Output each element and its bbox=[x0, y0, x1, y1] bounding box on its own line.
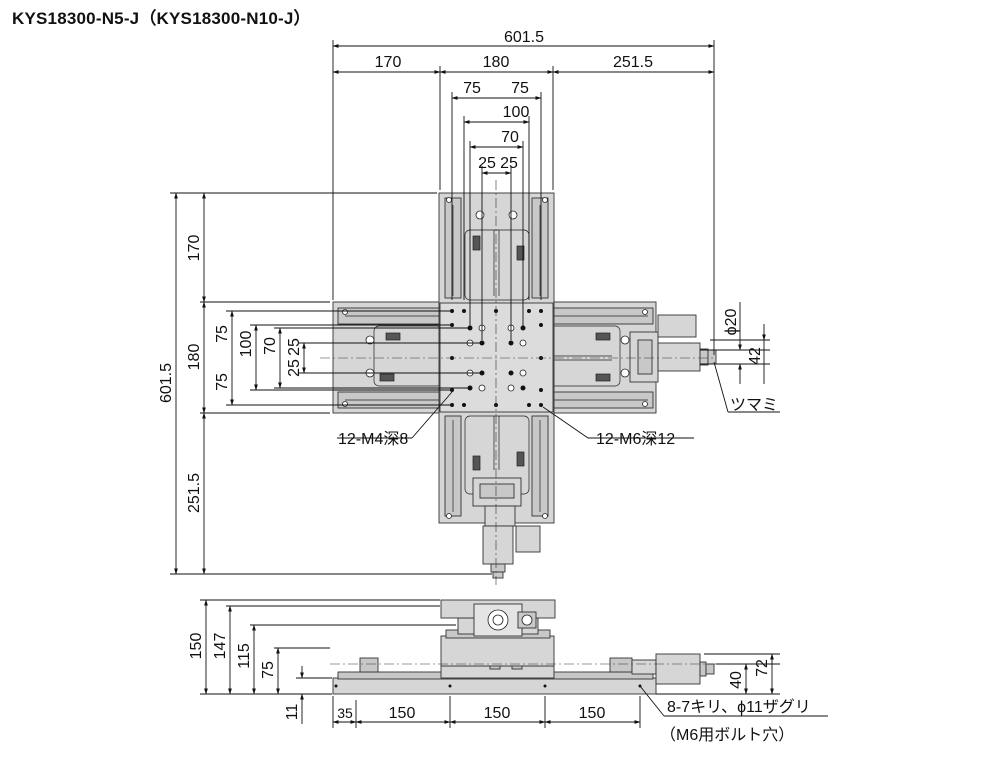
dim-42: 42 bbox=[747, 347, 764, 365]
side-dim-150b: 150 bbox=[484, 705, 511, 722]
side-dim-35: 35 bbox=[337, 705, 353, 721]
side-y-stage bbox=[440, 635, 555, 667]
x-motor bbox=[657, 314, 697, 338]
dim-left-top: 170 bbox=[186, 235, 203, 262]
dim-left-100: 100 bbox=[238, 331, 255, 358]
dim-phi20: ϕ20 bbox=[723, 309, 740, 336]
hole-labels: 12-M4深8 12-M6深12 bbox=[337, 391, 694, 448]
side-base bbox=[332, 677, 657, 695]
label-knob: ツマミ bbox=[730, 397, 778, 414]
label-side-holes: 8-7キリ、ϕ11ザグリ bbox=[667, 698, 811, 716]
dim-left-25b: 25 bbox=[286, 359, 303, 377]
side-dim-150a: 150 bbox=[389, 705, 416, 722]
side-dim-115: 115 bbox=[236, 643, 253, 669]
side-dim-147: 147 bbox=[212, 633, 229, 660]
label-m4: 12-M4深8 bbox=[338, 430, 408, 448]
x-knob bbox=[707, 349, 717, 365]
dim-top-overall: 601.5 bbox=[504, 29, 544, 46]
dim-left-70: 70 bbox=[262, 337, 279, 355]
dim-top-right: 251.5 bbox=[613, 54, 653, 71]
y-motor bbox=[482, 525, 514, 565]
dim-top-25a: 25 bbox=[478, 155, 496, 172]
top-vertical-dims: 601.5 170 180 251.5 75 75 100 70 25 25 bbox=[158, 192, 492, 575]
top-horizontal-dims: 601.5 170 180 251.5 75 75 100 70 25 25 bbox=[332, 29, 715, 355]
dim-left-25a: 25 bbox=[286, 338, 303, 356]
side-dim-150: 150 bbox=[188, 633, 205, 660]
side-view bbox=[330, 599, 720, 695]
label-side-holes-note: （M6用ボルト穴） bbox=[660, 726, 794, 744]
dim-left-75b: 75 bbox=[214, 373, 231, 391]
side-dim-75: 75 bbox=[260, 661, 277, 679]
dim-left-bottom: 251.5 bbox=[186, 473, 203, 513]
center-table bbox=[439, 302, 554, 413]
side-dims: 150 147 115 75 11 40 72 35 150 150 150 bbox=[188, 599, 828, 744]
dim-top-mid: 180 bbox=[483, 54, 510, 71]
y-knob bbox=[492, 571, 504, 579]
dim-top-70: 70 bbox=[501, 129, 519, 146]
side-dim-40: 40 bbox=[728, 671, 745, 689]
side-dim-72: 72 bbox=[754, 659, 771, 677]
dim-top-100: 100 bbox=[503, 104, 530, 121]
dim-top-75b: 75 bbox=[511, 80, 529, 97]
side-dim-11: 11 bbox=[284, 704, 301, 721]
top-view bbox=[320, 180, 717, 585]
side-x-knob bbox=[705, 663, 715, 675]
side-x-motor bbox=[655, 653, 701, 685]
dim-top-75a: 75 bbox=[463, 80, 481, 97]
side-dim-150c: 150 bbox=[579, 705, 606, 722]
dim-left-75a: 75 bbox=[214, 325, 231, 343]
dim-left-mid: 180 bbox=[186, 344, 203, 371]
drawing-title: KYS18300-N5-J（KYS18300-N10-J） bbox=[12, 9, 311, 28]
knob-dims: ϕ20 42 ツマミ bbox=[700, 302, 780, 414]
dim-top-25b: 25 bbox=[500, 155, 518, 172]
dim-top-left: 170 bbox=[375, 54, 402, 71]
label-m6: 12-M6深12 bbox=[596, 430, 675, 448]
dim-left-overall: 601.5 bbox=[158, 363, 175, 403]
